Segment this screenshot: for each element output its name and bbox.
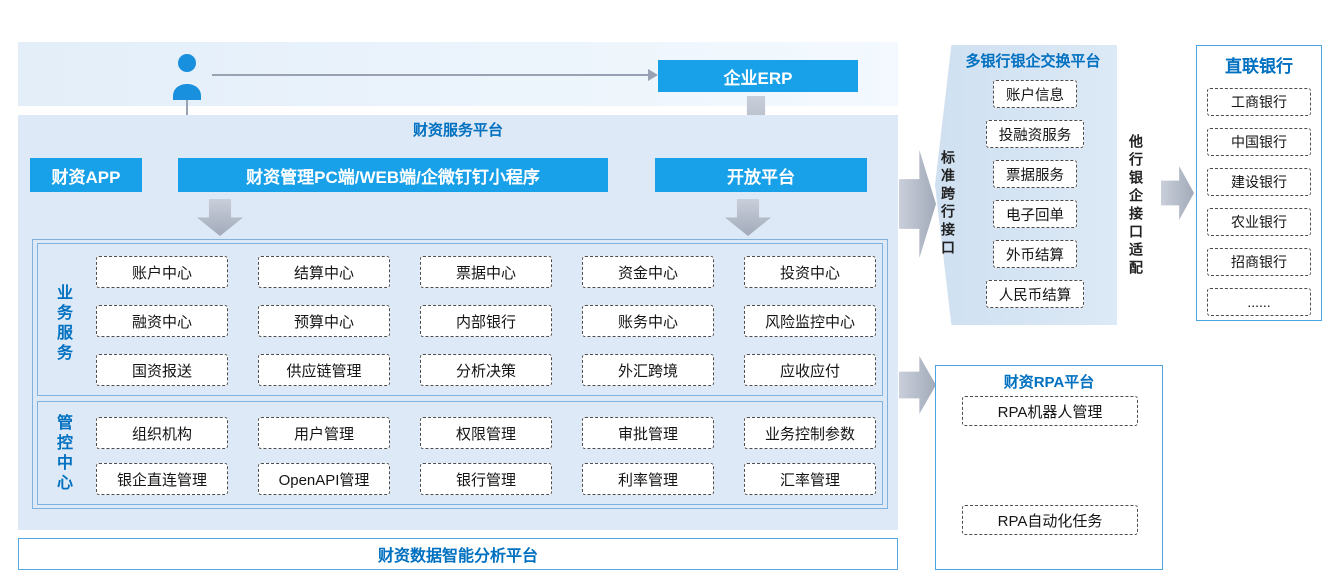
bank-item: 中国银行: [1207, 128, 1311, 156]
business-section-label: 业务服务: [54, 284, 71, 364]
bank-item: 农业银行: [1207, 208, 1311, 236]
app-button-pc-web: 财资管理PC端/WEB端/企微钉钉小程序: [178, 158, 608, 192]
exchange-right-label: 他行银企接口适配: [1128, 134, 1144, 278]
bank-item: 工商银行: [1207, 88, 1311, 116]
exchange-service: 电子回单: [993, 200, 1077, 228]
control-module: OpenAPI管理: [258, 463, 390, 495]
control-module: 业务控制参数: [744, 417, 876, 449]
control-module: 利率管理: [582, 463, 714, 495]
business-module: 账户中心: [96, 256, 228, 288]
exchange-left-label: 标准跨行接口: [940, 150, 956, 258]
exchange-platform-title: 多银行银企交换平台: [965, 53, 1101, 70]
right-arrow-icon: [899, 150, 936, 258]
control-module: 组织机构: [96, 417, 228, 449]
control-section-label: 管控中心: [54, 414, 71, 494]
control-module: 审批管理: [582, 417, 714, 449]
app-button-treasury-app: 财资APP: [30, 158, 142, 192]
control-module: 汇率管理: [744, 463, 876, 495]
platform-title: 财资服务平台: [412, 122, 503, 139]
business-module: 分析决策: [420, 354, 552, 386]
rpa-item: RPA自动化任务: [962, 505, 1138, 535]
exchange-services: 账户信息 投融资服务 票据服务 电子回单 外币结算 人民币结算: [965, 80, 1105, 308]
user-icon: [170, 52, 204, 102]
bank-item: 建设银行: [1207, 168, 1311, 196]
business-module: 应收应付: [744, 354, 876, 386]
erp-button: 企业ERP: [658, 60, 858, 92]
business-module: 供应链管理: [258, 354, 390, 386]
exchange-service: 外币结算: [993, 240, 1077, 268]
control-section: [37, 401, 883, 505]
banks-panel-title: 直联银行: [1225, 57, 1293, 76]
banks-list: 工商银行 中国银行 建设银行 农业银行 招商银行 ......: [1207, 88, 1311, 316]
right-arrow-icon: [899, 356, 936, 414]
control-grid: 组织机构 用户管理 权限管理 审批管理 业务控制参数 银企直连管理 OpenAP…: [96, 417, 876, 495]
business-module: 账务中心: [582, 305, 714, 337]
business-module: 资金中心: [582, 256, 714, 288]
right-arrow-icon: [1161, 166, 1194, 220]
analysis-platform-bar: 财资数据智能分析平台: [18, 538, 898, 570]
control-module: 银企直连管理: [96, 463, 228, 495]
business-module: 投资中心: [744, 256, 876, 288]
business-module: 内部银行: [420, 305, 552, 337]
control-module: 银行管理: [420, 463, 552, 495]
exchange-service: 票据服务: [993, 160, 1077, 188]
business-module: 风险监控中心: [744, 305, 876, 337]
business-module: 票据中心: [420, 256, 552, 288]
user-to-erp-line: [212, 74, 648, 76]
exchange-service: 账户信息: [993, 80, 1077, 108]
exchange-service: 人民币结算: [985, 280, 1085, 308]
business-module: 结算中心: [258, 256, 390, 288]
business-module: 融资中心: [96, 305, 228, 337]
business-module: 预算中心: [258, 305, 390, 337]
business-section: [37, 243, 883, 396]
bank-item: 招商银行: [1207, 248, 1311, 276]
control-module: 权限管理: [420, 417, 552, 449]
business-module: 外汇跨境: [582, 354, 714, 386]
rpa-item: RPA机器人管理: [962, 396, 1138, 426]
modules-container: [32, 239, 888, 509]
business-module: 国资报送: [96, 354, 228, 386]
right-arrowhead-icon: [648, 69, 658, 81]
control-module: 用户管理: [258, 417, 390, 449]
app-button-open-platform: 开放平台: [655, 158, 867, 192]
rpa-platform-title: 财资RPA平台: [1003, 374, 1095, 391]
bank-item: ......: [1207, 288, 1311, 316]
business-grid: 账户中心 结算中心 票据中心 资金中心 投资中心 融资中心 预算中心 内部银行 …: [96, 256, 876, 386]
exchange-service: 投融资服务: [985, 120, 1085, 148]
